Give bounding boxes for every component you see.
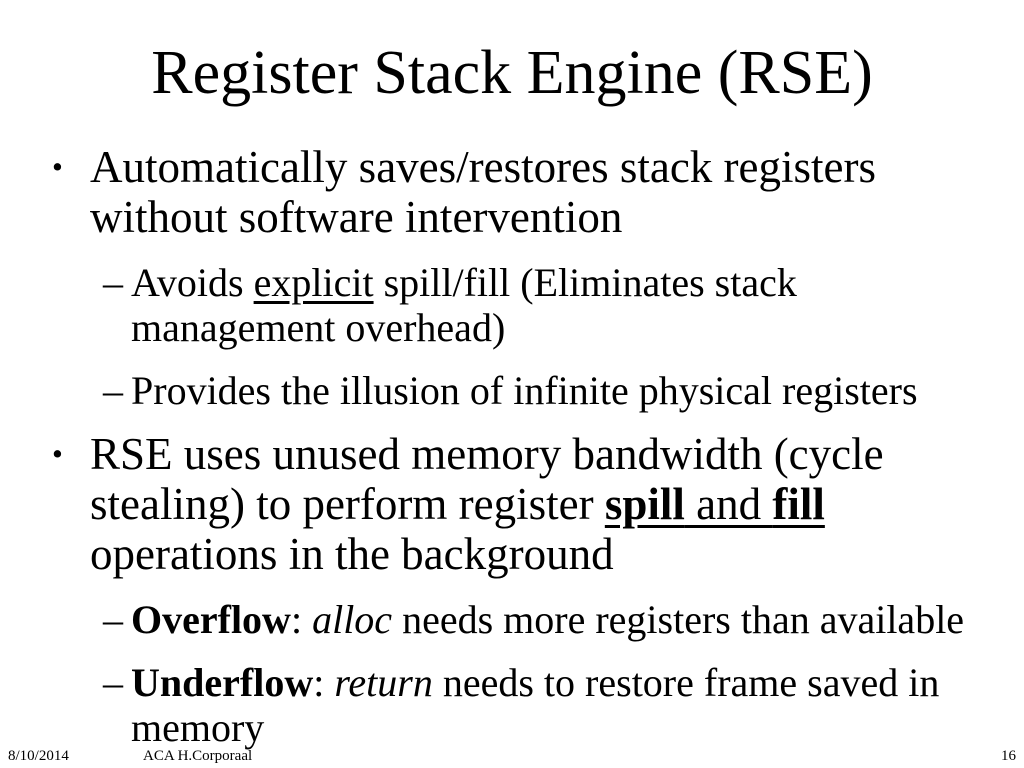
list-item: –Overflow: alloc needs more registers th… — [103, 597, 1000, 642]
list-item-text: Underflow: return needs to restore frame… — [131, 660, 940, 750]
dash-marker: – — [103, 368, 123, 413]
footer-page-number: 16 — [1001, 748, 1016, 764]
dash-marker: – — [103, 597, 123, 642]
footer-date: 8/10/2014 — [8, 748, 69, 764]
dash-marker: – — [103, 660, 123, 705]
list-item: –Underflow: return needs to restore fram… — [103, 660, 1000, 750]
list-item: • Automatically saves/restores stack regi… — [50, 142, 1000, 242]
footer-credit: ACA H.Corporaal — [143, 748, 253, 764]
list-item-text: Overflow: alloc needs more registers tha… — [131, 597, 965, 642]
list-item: • RSE uses unused memory bandwidth (cycle… — [50, 429, 1000, 579]
slide-footer: 8/10/2014 ACA H.Corporaal 16 — [0, 748, 1024, 768]
list-item-text: Automatically saves/restores stack regis… — [90, 142, 877, 242]
list-item-text: Provides the illusion of infinite physic… — [131, 368, 918, 413]
bullet-marker: • — [52, 436, 63, 471]
list-item-text: Avoids explicit spill/fill (Eliminates s… — [131, 260, 797, 350]
bullet-marker: • — [52, 149, 63, 184]
slide-title: Register Stack Engine (RSE) — [151, 39, 873, 107]
list-item: –Avoids explicit spill/fill (Eliminates … — [103, 260, 1000, 350]
bullet-list: • Automatically saves/restores stack regi… — [50, 142, 1000, 750]
dash-marker: – — [103, 260, 123, 305]
list-item: –Provides the illusion of infinite physi… — [103, 368, 1000, 413]
